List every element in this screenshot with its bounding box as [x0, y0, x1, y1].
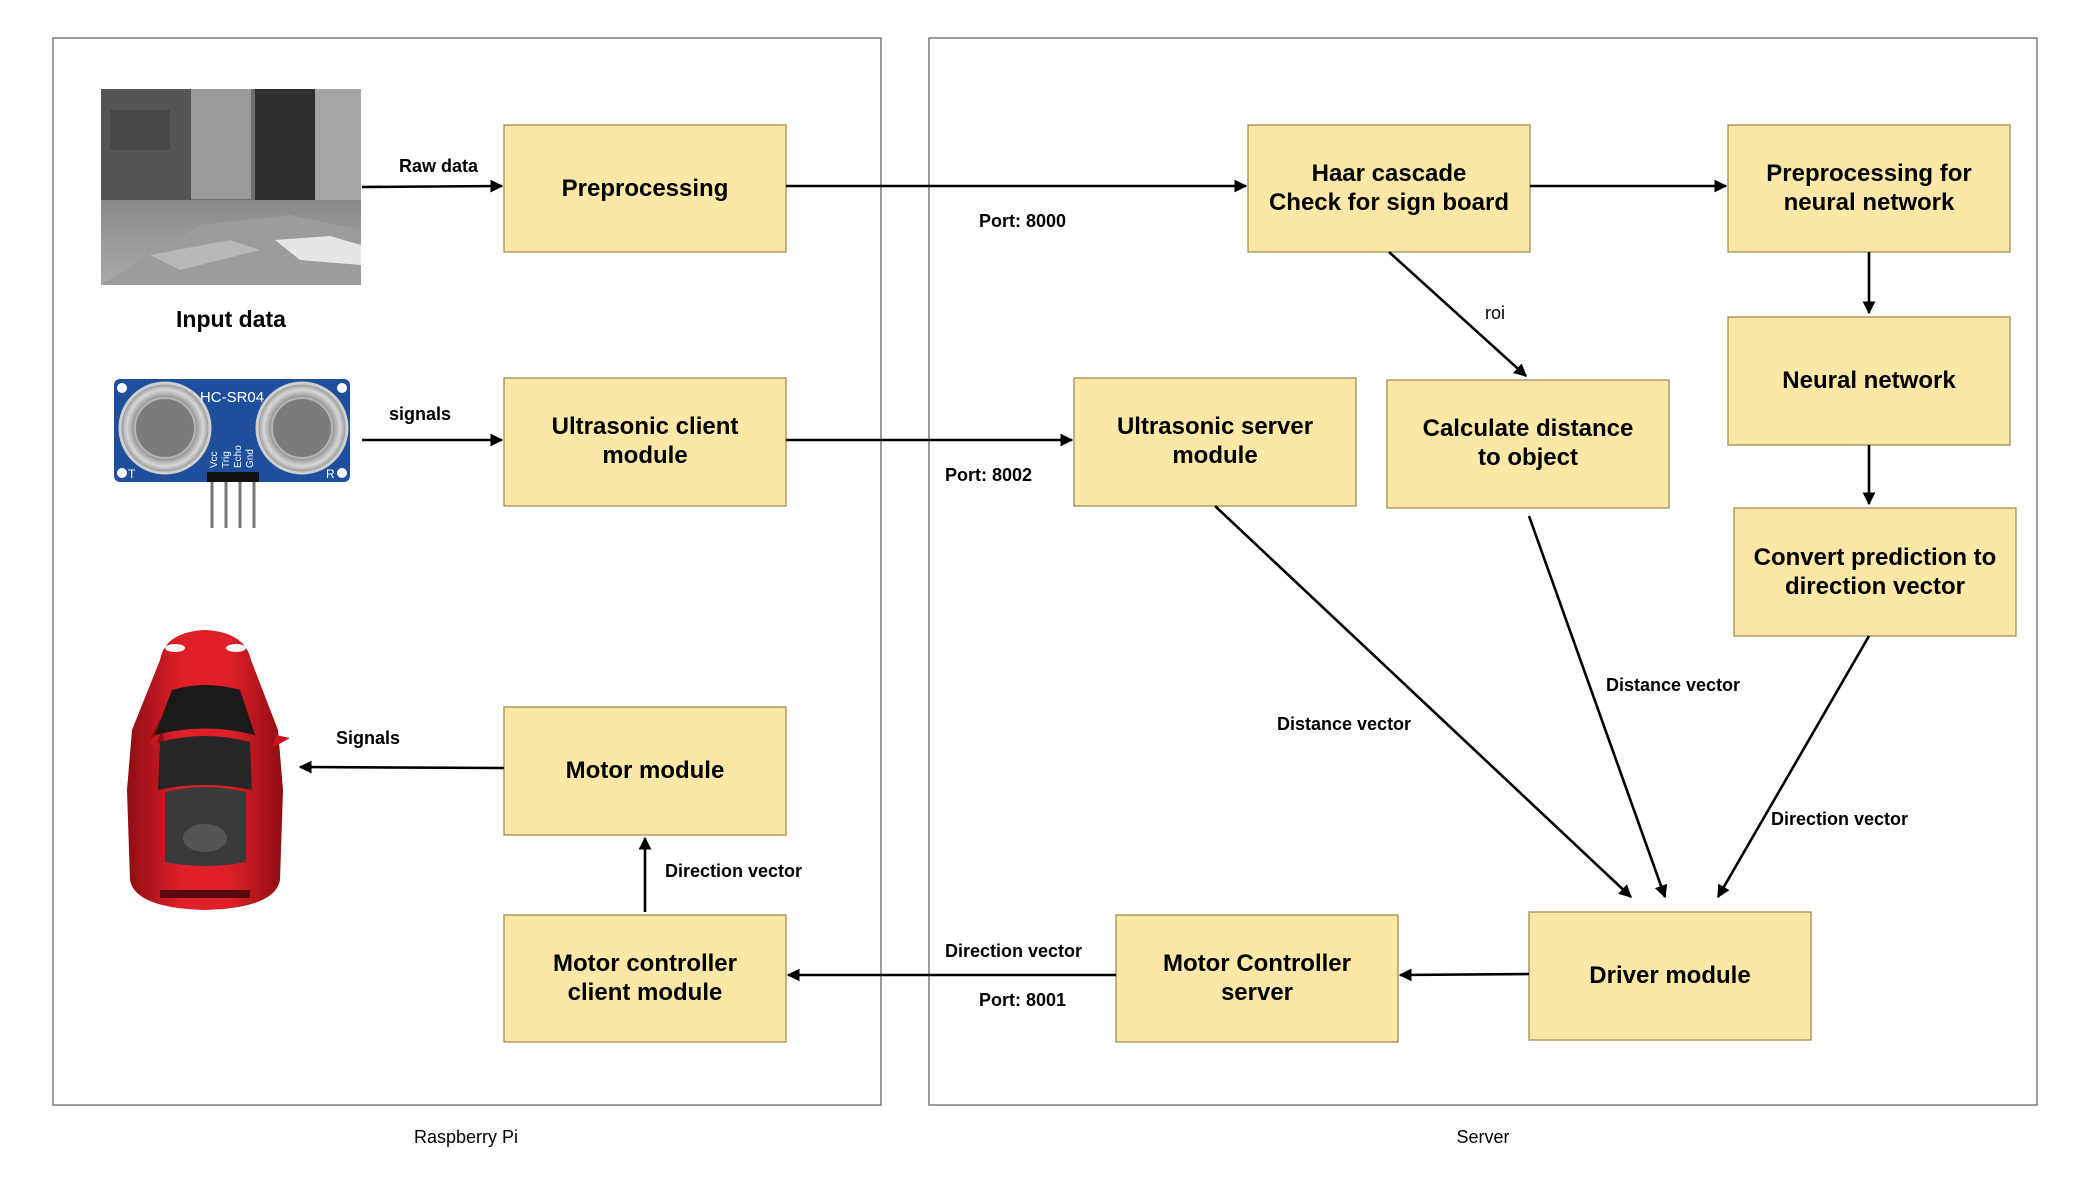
edge-label-signals-car: Signals — [336, 728, 400, 748]
convert-prediction-label-line2: direction vector — [1785, 573, 1965, 600]
ultrasonic-server-module-box: Ultrasonic server module — [1073, 377, 1357, 507]
edge-label-direction-vector-convert: Direction vector — [1771, 809, 1908, 829]
preprocessing-nn-label-line1: Preprocessing for — [1766, 160, 1971, 187]
arrow-convert-to-driver — [1716, 635, 1871, 899]
motor-controller-server-label-line2: server — [1221, 979, 1293, 1006]
motor-controller-server-box: Motor Controller server — [1115, 914, 1399, 1043]
ultrasonic-server-label-line2: module — [1172, 442, 1257, 469]
neural-network-label: Neural network — [1782, 367, 1956, 394]
server-container: Server — [928, 37, 2038, 1147]
sensor-model-label: HC-SR04 — [200, 389, 264, 406]
edge-label-distance-vector-ultrasonic: Distance vector — [1277, 714, 1411, 734]
edge-label-port-8002: Port: 8002 — [945, 465, 1032, 485]
preprocessing-for-neural-network-box: Preprocessing for neural network — [1727, 124, 2011, 253]
arrow-calculate-distance-to-driver — [1527, 515, 1668, 899]
arrow-ultrasonic-server-to-driver — [1214, 505, 1632, 898]
sensor-pin-vcc: Vcc — [209, 451, 220, 468]
sensor-pin-gnd: Gnd — [245, 449, 256, 468]
sensor-corner-right: R — [326, 467, 335, 481]
edge-label-raw-data: Raw data — [399, 156, 479, 176]
ultrasonic-client-label-line2: module — [602, 442, 687, 469]
calculate-distance-box: Calculate distance to object — [1386, 379, 1670, 509]
edge-label-direction-vector-motor: Direction vector — [665, 861, 802, 881]
sensor-pin-trig: Trig — [221, 451, 232, 468]
convert-prediction-label-line1: Convert prediction to — [1754, 544, 1997, 571]
arrow-haar-to-calculate-distance — [1388, 251, 1527, 377]
ultrasonic-client-label-line1: Ultrasonic client — [552, 413, 739, 440]
calculate-distance-label-line2: to object — [1478, 444, 1578, 471]
motor-module-box: Motor module — [503, 706, 787, 836]
raspberry-pi-label: Raspberry Pi — [414, 1127, 518, 1147]
edge-label-signals-sensor: signals — [389, 404, 451, 424]
input-data-label: Input data — [176, 306, 286, 332]
edge-label-direction-vector-client: Direction vector — [945, 941, 1082, 961]
calculate-distance-label-line1: Calculate distance — [1423, 415, 1634, 442]
sensor-corner-left: T — [128, 467, 136, 481]
ultrasonic-client-module-box: Ultrasonic client module — [503, 377, 787, 507]
arrow-driver-to-motor-controller-server — [1398, 968, 1530, 982]
arrow-motor-module-to-car — [298, 760, 505, 774]
motor-module-label: Motor module — [566, 757, 725, 784]
motor-controller-client-label-line2: client module — [568, 979, 723, 1006]
server-label: Server — [1456, 1127, 1509, 1147]
motor-controller-server-label-line1: Motor Controller — [1163, 950, 1351, 977]
red-car-icon — [127, 630, 290, 910]
haar-cascade-box: Haar cascade Check for sign board — [1247, 124, 1531, 253]
ultrasonic-sensor-icon: HC-SR04 T R Vcc Trig Echo Gnd — [114, 379, 350, 528]
convert-prediction-box: Convert prediction to direction vector — [1733, 507, 2017, 637]
edge-label-port-8000: Port: 8000 — [979, 211, 1066, 231]
edge-label-roi: roi — [1485, 303, 1505, 323]
haar-cascade-label-line2: Check for sign board — [1269, 189, 1509, 216]
edge-label-distance-vector-calc: Distance vector — [1606, 675, 1740, 695]
sensor-pin-echo: Echo — [233, 445, 244, 468]
haar-cascade-label-line1: Haar cascade — [1312, 160, 1467, 187]
edge-label-port-8001: Port: 8001 — [979, 990, 1066, 1010]
preprocessing-label: Preprocessing — [562, 175, 729, 202]
preprocessing-nn-label-line2: neural network — [1784, 189, 1955, 216]
motor-controller-client-label-line1: Motor controller — [553, 950, 737, 977]
neural-network-box: Neural network — [1727, 316, 2011, 446]
raspberry-pi-container: Raspberry Pi — [52, 37, 882, 1147]
driver-module-label: Driver module — [1589, 962, 1750, 989]
ultrasonic-server-label-line1: Ultrasonic server — [1117, 413, 1313, 440]
camera-frame-image — [101, 89, 361, 285]
arrow-input-to-preprocessing — [361, 179, 504, 193]
preprocessing-box: Preprocessing — [503, 124, 787, 253]
driver-module-box: Driver module — [1528, 911, 1812, 1041]
motor-controller-client-module-box: Motor controller client module — [503, 914, 787, 1043]
